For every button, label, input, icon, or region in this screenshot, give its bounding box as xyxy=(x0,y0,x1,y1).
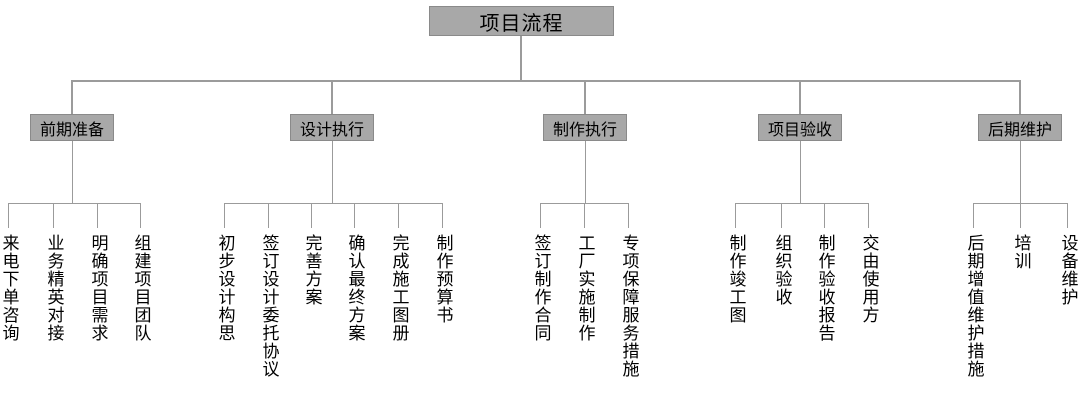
connector-leaf-drop xyxy=(868,203,869,228)
branch-node-production: 制作执行 xyxy=(543,114,627,141)
branch-node-preparation: 前期准备 xyxy=(30,114,114,141)
leaf-node: 来电下单咨询 xyxy=(0,234,19,342)
branch-node-design: 设计执行 xyxy=(290,114,374,141)
connector-leaf-drop xyxy=(540,203,541,228)
connector-group-stem xyxy=(800,141,801,203)
connector-group-stem xyxy=(1020,141,1021,203)
connector-leaf-drop xyxy=(140,203,141,228)
connector-top-hbar xyxy=(71,80,1021,82)
leaf-node: 专项保障服务措施 xyxy=(619,234,639,378)
connector-leaf-drop xyxy=(311,203,312,228)
root-node-label: 项目流程 xyxy=(479,12,564,35)
leaf-node: 完善方案 xyxy=(302,234,322,306)
leaf-node: 明确项目需求 xyxy=(88,234,108,342)
connector-branch-stem xyxy=(71,80,73,114)
root-node: 项目流程 xyxy=(429,6,614,36)
leaf-node: 制作验收报告 xyxy=(815,234,835,342)
leaf-node: 签订设计委托协议 xyxy=(259,234,279,378)
connector-branch-stem xyxy=(584,80,586,114)
connector-leaf-drop xyxy=(1067,203,1068,228)
connector-group-stem xyxy=(332,141,333,203)
leaf-node: 确认最终方案 xyxy=(345,234,365,342)
connector-branch-stem xyxy=(799,80,801,114)
leaf-node: 交由使用方 xyxy=(859,234,879,324)
connector-group-hbar xyxy=(735,203,869,204)
connector-branch-stem xyxy=(1019,80,1021,114)
leaf-node: 制作竣工图 xyxy=(726,234,746,324)
leaf-node: 业务精英对接 xyxy=(44,234,64,342)
connector-group-stem xyxy=(72,141,73,203)
connector-leaf-drop xyxy=(628,203,629,228)
connector-leaf-drop xyxy=(53,203,54,228)
branch-node-acceptance: 项目验收 xyxy=(758,114,842,141)
branch-node-label: 设计执行 xyxy=(299,121,364,139)
leaf-node: 初步设计构思 xyxy=(215,234,235,342)
branch-node-label: 后期维护 xyxy=(987,121,1052,139)
connector-leaf-drop xyxy=(1020,203,1021,228)
connector-leaf-drop xyxy=(824,203,825,228)
branch-node-label: 制作执行 xyxy=(552,121,617,139)
leaf-node: 培训 xyxy=(1011,234,1031,270)
leaf-node: 完成施工图册 xyxy=(389,234,409,342)
connector-group-hbar xyxy=(8,203,141,204)
connector-group-hbar xyxy=(224,203,443,204)
connector-leaf-drop xyxy=(97,203,98,228)
branch-node-label: 项目验收 xyxy=(767,121,832,139)
connector-leaf-drop xyxy=(735,203,736,228)
connector-leaf-drop xyxy=(973,203,974,228)
leaf-node: 设备维护 xyxy=(1058,234,1078,306)
leaf-node: 组建项目团队 xyxy=(131,234,151,342)
connector-leaf-drop xyxy=(781,203,782,228)
connector-root-stem xyxy=(520,36,522,80)
connector-leaf-drop xyxy=(584,203,585,228)
leaf-node: 工厂实施制作 xyxy=(575,234,595,342)
connector-leaf-drop xyxy=(398,203,399,228)
leaf-node: 制作预算书 xyxy=(433,234,453,324)
connector-leaf-drop xyxy=(8,203,9,228)
connector-leaf-drop xyxy=(442,203,443,228)
leaf-node: 签订制作合同 xyxy=(531,234,551,342)
connector-leaf-drop xyxy=(354,203,355,228)
leaf-node: 组织验收 xyxy=(772,234,792,306)
connector-group-stem xyxy=(585,141,586,203)
leaf-node: 后期增值维护措施 xyxy=(964,234,984,378)
connector-leaf-drop xyxy=(224,203,225,228)
connector-leaf-drop xyxy=(268,203,269,228)
branch-node-maintenance: 后期维护 xyxy=(978,114,1062,141)
branch-node-label: 前期准备 xyxy=(39,121,104,139)
connector-branch-stem xyxy=(331,80,333,114)
